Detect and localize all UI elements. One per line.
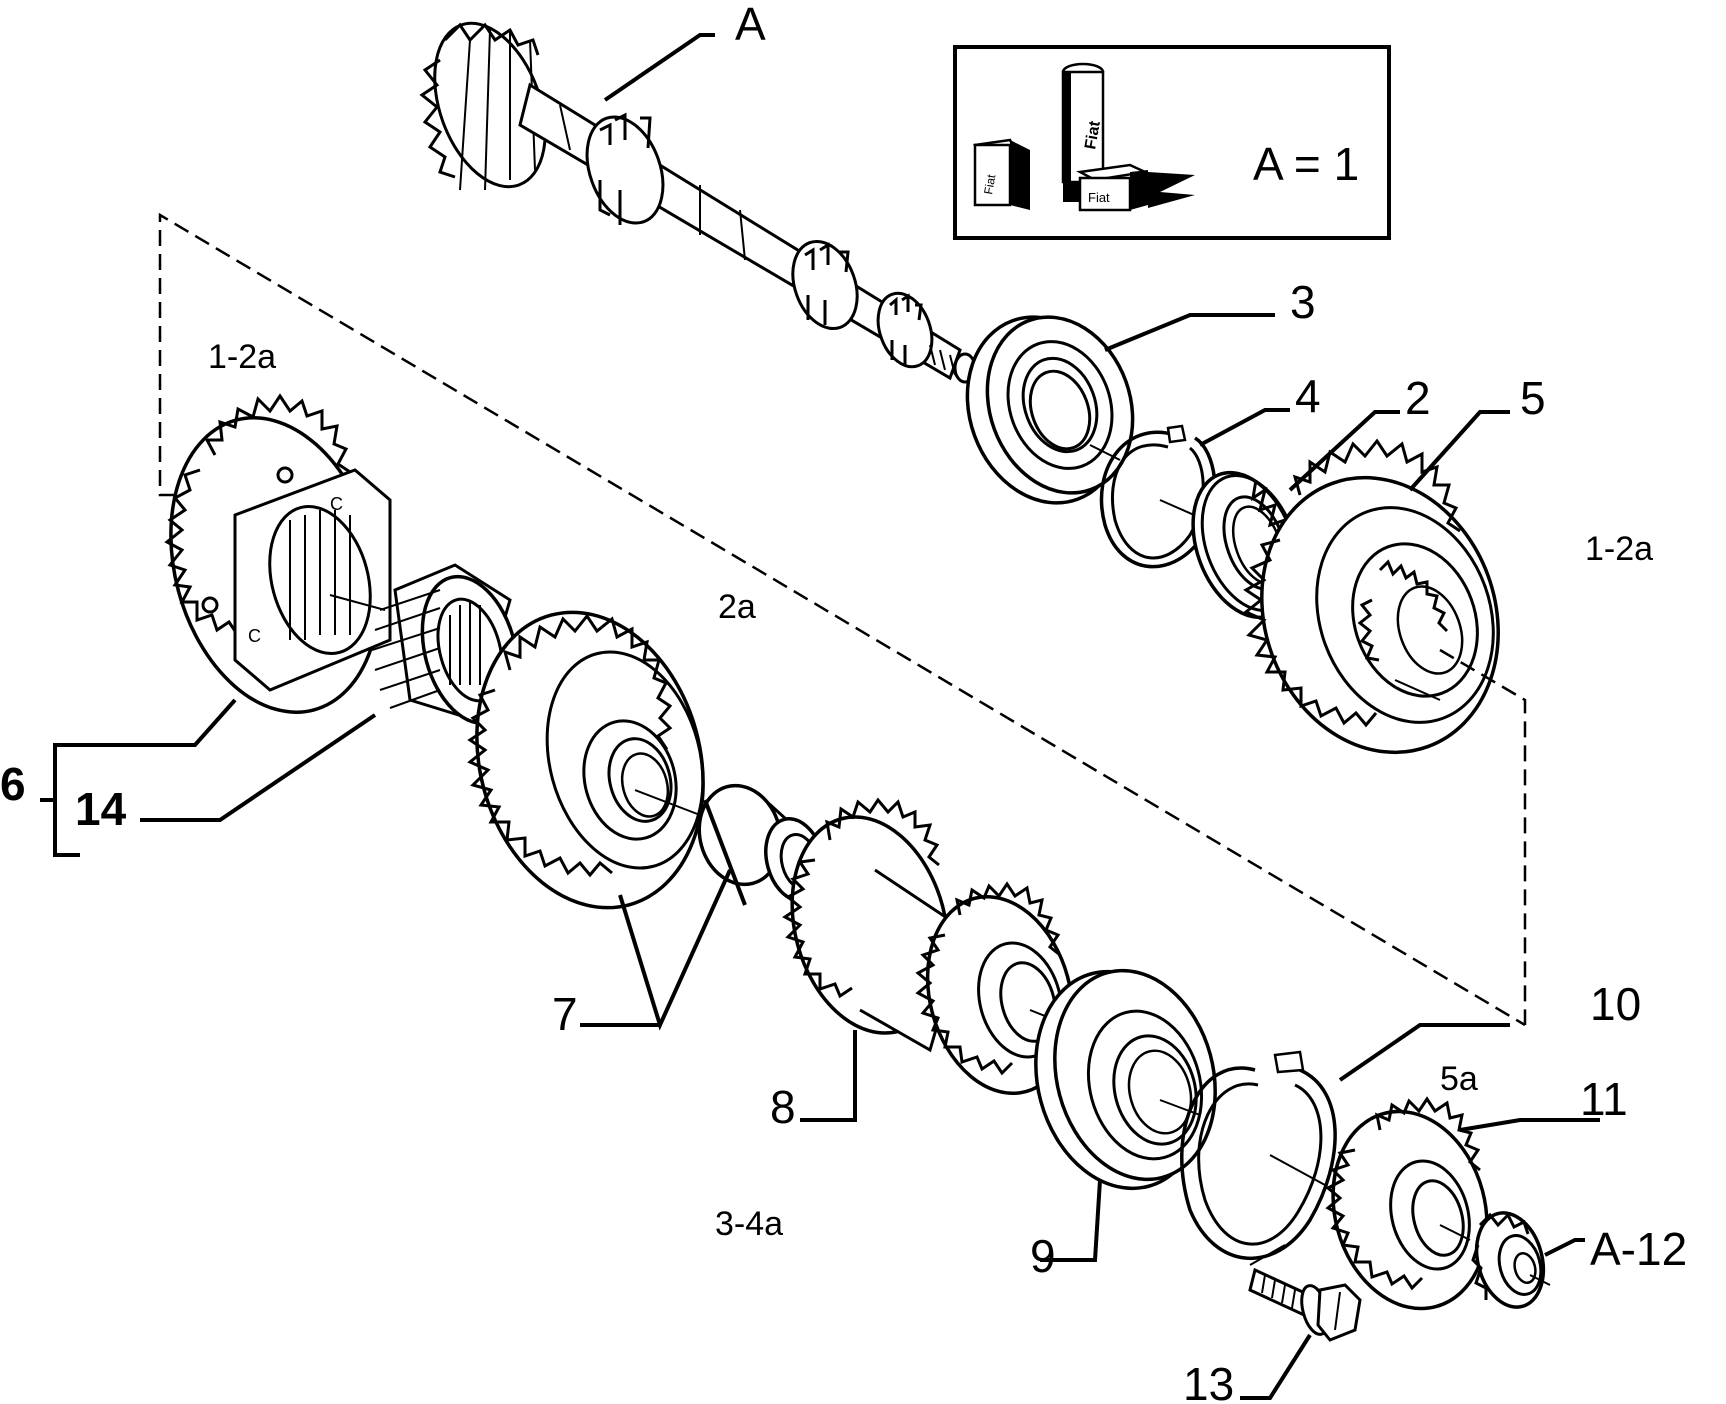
callout-13: 13 (1183, 1358, 1234, 1404)
callout-4: 4 (1295, 370, 1321, 422)
sleeve-14 (371, 563, 520, 726)
leader-11 (1459, 1118, 1600, 1132)
leader-3 (1104, 313, 1275, 352)
main-shaft (419, 21, 1001, 386)
callout-3: 3 (1290, 276, 1316, 328)
fiat-box-icon: Fiat (1076, 163, 1195, 212)
gear-7 (467, 610, 705, 910)
gear-label-1-2a-left: 1-2a (208, 338, 276, 376)
fiat-label-box: Fiat (1088, 190, 1110, 205)
gear-5 (1243, 438, 1500, 755)
mark-c-2: C (248, 626, 261, 646)
leader-10 (1338, 1023, 1510, 1082)
gear-11 (1325, 1096, 1489, 1311)
gear-label-5a: 5a (1440, 1060, 1478, 1098)
leader-5 (1408, 410, 1510, 492)
callout-A-12: A-12 (1590, 1223, 1687, 1275)
callout-11: 11 (1580, 1073, 1628, 1125)
gear-label-2a: 2a (718, 588, 756, 626)
snap-ring-10 (1180, 1050, 1337, 1260)
leader-2 (1288, 410, 1400, 492)
legend-box: Fiat Fiat Fiat A = 1 (953, 45, 1391, 240)
bearing-9 (1034, 968, 1217, 1191)
mark-c-1: C (330, 494, 343, 514)
shaft-splines-1 (585, 112, 665, 225)
callout-7: 7 (552, 988, 578, 1040)
fiat-label-left: Fiat (981, 173, 998, 196)
callout-5: 5 (1520, 372, 1546, 424)
callout-2: 2 (1405, 372, 1431, 424)
fiat-label-tube: Fiat (1082, 119, 1104, 151)
leader-4 (1199, 408, 1290, 447)
leader-9 (1040, 1179, 1102, 1262)
leader-A (603, 33, 715, 102)
nut-12 (1471, 1211, 1551, 1309)
gear-label-1-2a-right: 1-2a (1585, 530, 1653, 568)
callout-9: 9 (1030, 1230, 1056, 1282)
fiat-oil-tube-icon: Fiat (1061, 62, 1105, 202)
leader-13 (1240, 1333, 1312, 1400)
assembly-lines (158, 212, 1527, 1027)
bearing-3 (965, 315, 1135, 505)
callout-14: 14 (75, 783, 127, 835)
callout-10: 10 (1590, 978, 1641, 1030)
leader-12 (1544, 1238, 1585, 1257)
bolt-13 (1248, 1244, 1362, 1342)
shaft-splines-2 (791, 239, 859, 331)
bracket-6-14 (40, 698, 377, 857)
callout-8: 8 (770, 1081, 796, 1133)
fiat-grease-can-icon: Fiat (973, 138, 1030, 210)
shaft-splines-3 (876, 291, 934, 369)
leader-8 (800, 1030, 857, 1122)
gear-6: C C (164, 393, 392, 714)
callout-A: A (735, 0, 766, 50)
callout-6: 6 (0, 758, 26, 810)
gear-label-3-4a: 3-4a (715, 1205, 783, 1243)
legend-equation: A = 1 (1253, 138, 1359, 190)
